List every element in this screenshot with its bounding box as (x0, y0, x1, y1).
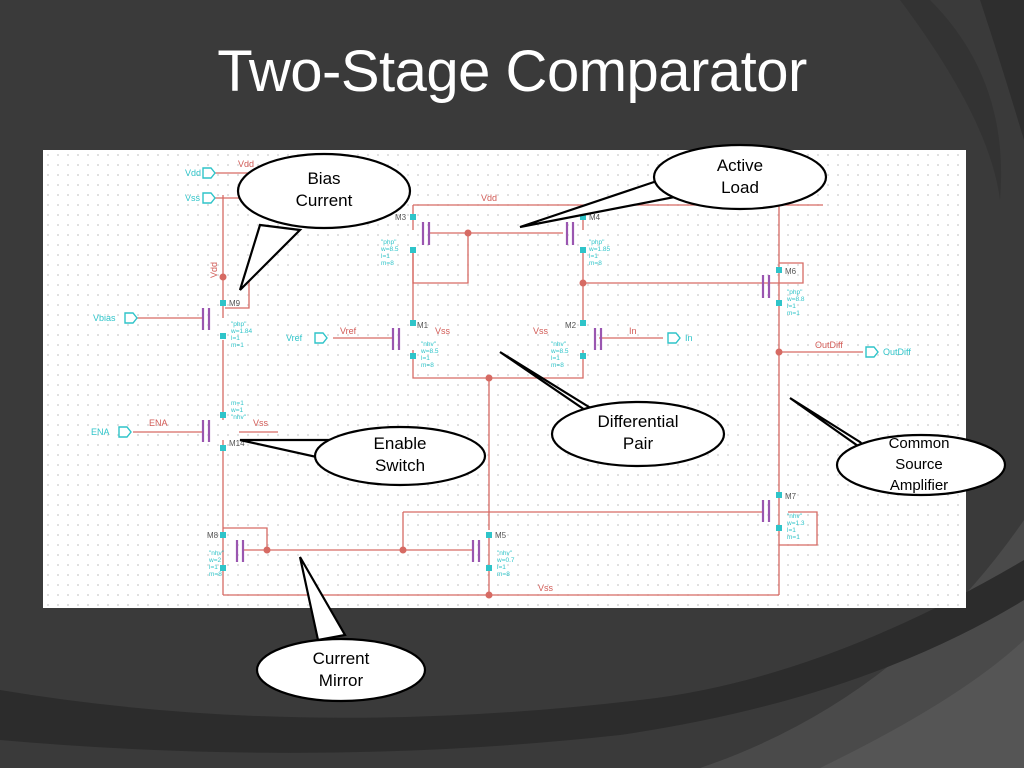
transistor-param-m1: m=8 (421, 362, 434, 369)
terminal-markers (220, 214, 782, 571)
transistor-param-m9: m=1 (231, 342, 244, 349)
pin-vref-shape (314, 332, 328, 344)
pin-vss-shape (202, 192, 216, 204)
net-label-outdiff: OutDiff (815, 340, 843, 350)
transistor-param-m6: "php" (787, 289, 803, 296)
transistor-name-m2: M2 (565, 321, 577, 330)
transistor-name-m5: M5 (495, 531, 507, 540)
net-label-vdd-rail: Vdd (481, 193, 497, 203)
pin-vref-label: Vref (286, 333, 303, 343)
transistor-param-m2: w=8.5 (550, 348, 569, 355)
bias-current-callout-text: Bias Current (295, 169, 353, 210)
transistor-param-m3: "php" (381, 239, 397, 246)
net-label-vss-bottom: Vss (538, 583, 554, 593)
net-label-vdd-top: Vdd (238, 159, 254, 169)
transistor-param-m14: m=1 (231, 400, 244, 407)
pin-in-shape (667, 332, 681, 344)
junction-dots (219, 229, 783, 599)
slide-title: Two-Stage Comparator (217, 39, 807, 104)
transistor-name-m3: M3 (395, 213, 407, 222)
transistor-param-m1: l=1 (421, 355, 430, 362)
pin-in-label: In (685, 333, 693, 343)
transistor-name-m4: M4 (589, 213, 601, 222)
net-label-vss-m2: Vss (533, 326, 549, 336)
common-source-amplifier-callout-text: Common Source Amplifier (888, 435, 950, 494)
transistor-name-m14: M14 (229, 439, 245, 448)
transistor-param-m1: "nhv" (421, 341, 437, 348)
transistor-symbols (201, 222, 771, 562)
current-mirror-callout-text: Current Mirror (312, 649, 370, 690)
transistor-param-m7: w=1.3 (786, 520, 805, 527)
net-label-ena: ENA (149, 418, 168, 428)
transistor-param-m5: l=1 (497, 564, 506, 571)
transistor-name-m1: M1 (417, 321, 429, 330)
transistor-labels: M3"php"w=8.5l=1m=8M4"php"w=1.85l=1m=8M9"… (207, 213, 805, 578)
transistor-param-m2: l=1 (551, 355, 560, 362)
net-label-vref: Vref (340, 326, 357, 336)
transistor-param-m8: l=1 (209, 564, 218, 571)
transistor-param-m8: "nhv" (209, 550, 225, 557)
transistor-param-m6: l=1 (787, 303, 796, 310)
transistor-param-m5: m=8 (497, 571, 510, 578)
transistor-name-m6: M6 (785, 267, 797, 276)
transistor-param-m8: m=8 (209, 571, 222, 578)
transistor-param-m9: w=1.84 (230, 328, 253, 335)
net-label-vss-m1: Vss (435, 326, 451, 336)
transistor-param-m5: w=0.7 (496, 557, 515, 564)
enable-switch-callout-text: Enable Switch (373, 434, 427, 475)
transistor-param-m1: w=8.5 (420, 348, 439, 355)
pin-vdd-shape (202, 167, 216, 179)
differential-pair-callout-text: Differential Pair (597, 412, 679, 453)
transistor-param-m14: w=1 (230, 407, 243, 414)
transistor-param-m3: m=8 (381, 260, 394, 267)
transistor-param-m6: m=1 (787, 310, 800, 317)
pin-vss-label: Vss (185, 193, 201, 203)
schematic-panel: Vdd Vss Vbias Vref In ENA OutDiff Vdd Vd… (43, 150, 966, 608)
transistor-param-m6: w=8.8 (786, 296, 805, 303)
transistor-param-m4: w=1.85 (588, 246, 611, 253)
pin-vbias-shape (124, 312, 138, 324)
transistor-param-m5: "nhv" (497, 550, 513, 557)
pin-ena-shape (118, 426, 132, 438)
transistor-param-m7: m=1 (787, 534, 800, 541)
pin-outdiff-shape (865, 346, 879, 358)
transistor-param-m2: m=8 (551, 362, 564, 369)
net-label-vdd-m9: Vdd (209, 262, 219, 278)
transistor-param-m4: "php" (589, 239, 605, 246)
pin-ena-label: ENA (91, 427, 110, 437)
transistor-param-m9: "php" (231, 321, 247, 328)
transistor-param-m4: m=8 (589, 260, 602, 267)
pin-vdd-label: Vdd (185, 168, 201, 178)
active-load-callout-text: Active Load (716, 156, 764, 197)
transistor-param-m8: w=2 (208, 557, 221, 564)
transistor-param-m4: l=1 (589, 253, 598, 260)
net-label-vss-m14: Vss (253, 418, 269, 428)
transistor-param-m3: w=8.5 (380, 246, 399, 253)
transistor-param-m7: l=1 (787, 527, 796, 534)
transistor-param-m9: l=1 (231, 335, 240, 342)
pin-outdiff-label: OutDiff (883, 347, 911, 357)
transistor-name-m9: M9 (229, 299, 241, 308)
transistor-param-m7: "nhv" (787, 513, 803, 520)
pin-vbias-label: Vbias (93, 313, 116, 323)
schematic-pins (118, 167, 879, 438)
bias-current-callout-shape (238, 223, 303, 291)
comparator-schematic: Vdd Vss Vbias Vref In ENA OutDiff Vdd Vd… (43, 150, 966, 608)
transistor-param-m3: l=1 (381, 253, 390, 260)
current-mirror-callout-shape (298, 556, 347, 642)
transistor-param-m14: "nhv" (231, 414, 247, 421)
transistor-param-m2: "nhv" (551, 341, 567, 348)
transistor-name-m8: M8 (207, 531, 219, 540)
transistor-name-m7: M7 (785, 492, 797, 501)
net-label-in: In (629, 326, 637, 336)
